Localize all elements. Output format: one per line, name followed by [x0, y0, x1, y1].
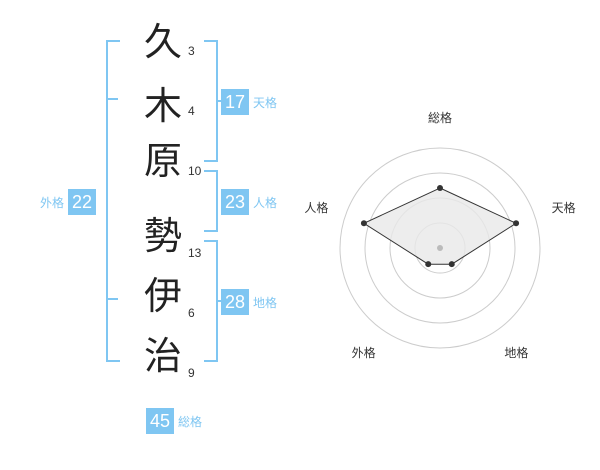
soukaku-score: 45 総格: [146, 408, 202, 434]
radar-axis-label: 外格: [352, 345, 376, 360]
stroke-count-2: 4: [188, 104, 195, 118]
jinkaku-label: 人格: [253, 195, 278, 210]
radar-point: [513, 220, 520, 227]
name-char-5: 伊: [143, 274, 182, 318]
tenkaku-tick: [216, 100, 222, 102]
radar-axis-label: 天格: [552, 200, 576, 215]
jinkaku-value: 23: [221, 189, 249, 215]
radar-axis-label: 地格: [504, 345, 528, 360]
radar-ring: [364, 172, 516, 324]
stroke-count-6: 9: [188, 366, 195, 380]
name-char-4: 勢: [143, 214, 182, 258]
chikaku-score: 28 地格: [221, 289, 277, 315]
radar-axis-label: 人格: [304, 200, 328, 215]
gaikaku-value: 22: [68, 189, 97, 215]
tenkaku-value: 17: [221, 89, 249, 115]
name-char-3: 原: [143, 139, 182, 183]
gaikaku-label: 外格: [40, 195, 65, 210]
jinkaku-bracket: [204, 170, 218, 232]
stroke-count-1: 3: [188, 44, 195, 58]
radar-point: [425, 261, 432, 268]
jinkaku-score: 23 人格: [221, 189, 277, 215]
radar-point: [437, 185, 443, 191]
radar-point: [448, 261, 455, 268]
chikaku-tick: [216, 300, 222, 302]
radar-polygon: [362, 187, 518, 265]
gaikaku-bracket: [106, 40, 120, 362]
radar-ring: [339, 147, 541, 349]
gaikaku-score: 外格 22: [40, 189, 97, 215]
name-char-6: 治: [143, 334, 182, 378]
gaikaku-tick: [106, 98, 118, 100]
gaikaku-tick: [106, 298, 118, 300]
chikaku-label: 地格: [253, 295, 278, 310]
chikaku-value: 28: [221, 289, 249, 315]
radar-center: [437, 245, 443, 251]
name-char-1: 久: [143, 20, 182, 64]
stroke-count-5: 6: [188, 306, 195, 320]
stroke-count-3: 10: [188, 164, 202, 178]
radar-axis-label: 総格: [428, 110, 452, 125]
soukaku-label: 総格: [178, 414, 203, 429]
tenkaku-label: 天格: [253, 95, 278, 110]
radar-points: [360, 185, 520, 268]
radar-point: [360, 220, 367, 227]
name-char-2: 木: [143, 84, 182, 128]
tenkaku-score: 17 天格: [221, 89, 277, 115]
stroke-count-4: 13: [188, 246, 202, 260]
soukaku-value: 45: [146, 408, 174, 434]
